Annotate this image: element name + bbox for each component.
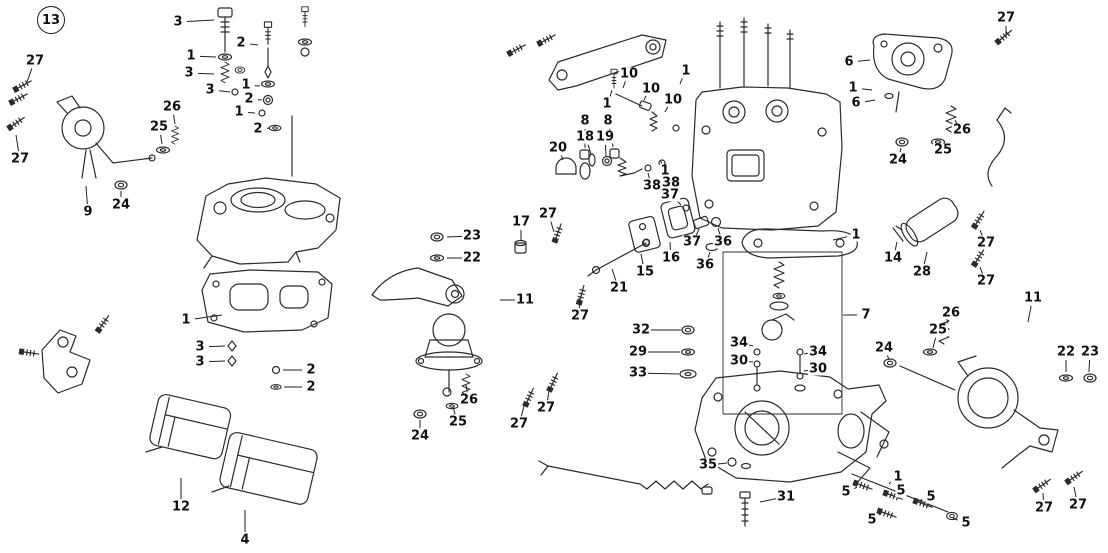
part-callout-27: 27 [537,206,559,222]
part-callout-27: 27 [535,400,557,416]
part-callout-38: 38 [641,178,663,194]
part-callout-1: 1 [659,163,671,179]
part-callout-27: 27 [975,235,997,251]
part-callout-20: 20 [547,140,569,156]
part-callout-1: 1 [847,80,859,96]
part-callout-5: 5 [925,489,937,505]
part-callout-9: 9 [82,204,94,220]
part-callout-23: 23 [1079,344,1101,360]
part-callout-8: 8 [579,113,591,129]
part-callout-24: 24 [409,428,431,444]
part-callout-24: 24 [873,340,895,356]
part-callout-27: 27 [569,308,591,324]
part-callout-8: 8 [602,113,614,129]
part-callout-11: 11 [1022,290,1044,306]
part-callout-7: 7 [860,307,872,323]
part-callout-33: 33 [627,365,649,381]
part-callout-29: 29 [627,344,649,360]
part-callout-34: 34 [728,335,750,351]
part-callout-2: 2 [235,35,247,51]
part-callout-2: 2 [305,379,317,395]
part-callout-25: 25 [932,142,954,158]
figure-number-badge: 13 [37,6,65,34]
part-callout-2: 2 [243,91,255,107]
part-callout-21: 21 [608,280,630,296]
part-callout-2: 2 [305,362,317,378]
part-callout-26: 26 [458,392,480,408]
part-callout-4: 4 [239,532,251,548]
part-callout-30: 30 [807,361,829,377]
part-callout-26: 26 [161,99,183,115]
part-callout-10: 10 [662,92,684,108]
part-callout-6: 6 [843,54,855,70]
part-callout-27: 27 [24,53,46,69]
part-callout-19: 19 [594,129,616,145]
part-callout-26: 26 [940,305,962,321]
part-callout-1: 1 [892,469,904,485]
part-callout-3: 3 [194,354,206,370]
part-callout-27: 27 [9,151,31,167]
part-callout-38: 38 [660,175,682,191]
part-callout-22: 22 [1055,344,1077,360]
part-callout-1: 1 [680,63,692,79]
part-callout-5: 5 [840,484,852,500]
part-callout-37: 37 [659,187,681,203]
part-callout-1: 1 [850,227,862,243]
part-callout-1: 1 [185,48,197,64]
part-callout-25: 25 [927,322,949,338]
part-callout-12: 12 [170,499,192,515]
part-callout-3: 3 [204,82,216,98]
part-callout-16: 16 [660,250,682,266]
part-callout-3: 3 [183,65,195,81]
part-callout-3: 3 [172,14,184,30]
part-callout-27: 27 [975,273,997,289]
part-callout-17: 17 [510,214,532,230]
part-callout-5: 5 [895,483,907,499]
part-callout-5: 5 [960,515,972,531]
part-callout-30: 30 [728,353,750,369]
part-callout-36: 36 [694,257,716,273]
part-callout-11: 11 [514,292,536,308]
part-callout-22: 22 [461,250,483,266]
part-callout-3: 3 [194,339,206,355]
part-callout-36: 36 [712,234,734,250]
part-callout-5: 5 [866,512,878,528]
part-callout-2: 2 [252,121,264,137]
part-callout-27: 27 [1033,500,1055,516]
part-callout-34: 34 [807,344,829,360]
part-callout-31: 31 [775,489,797,505]
part-callout-6: 6 [850,95,862,111]
part-callout-18: 18 [574,129,596,145]
part-callout-35: 35 [697,457,719,473]
part-callout-32: 32 [630,322,652,338]
part-callout-24: 24 [887,152,909,168]
part-callout-24: 24 [110,197,132,213]
part-callout-27: 27 [508,416,530,432]
part-callout-1: 1 [233,104,245,120]
part-callout-10: 10 [640,81,662,97]
part-callout-28: 28 [911,264,933,280]
part-callout-23: 23 [461,228,483,244]
part-callout-1: 1 [240,77,252,93]
part-callout-14: 14 [882,250,904,266]
part-callout-1: 1 [180,312,192,328]
part-callout-25: 25 [447,414,469,430]
part-callout-26: 26 [951,122,973,138]
part-callout-37: 37 [681,234,703,250]
part-callout-25: 25 [148,119,170,135]
part-callout-15: 15 [634,264,656,280]
part-callout-1: 1 [601,96,613,112]
part-callout-10: 10 [618,66,640,82]
part-callout-27: 27 [1067,497,1089,513]
part-callout-27: 27 [995,10,1017,26]
